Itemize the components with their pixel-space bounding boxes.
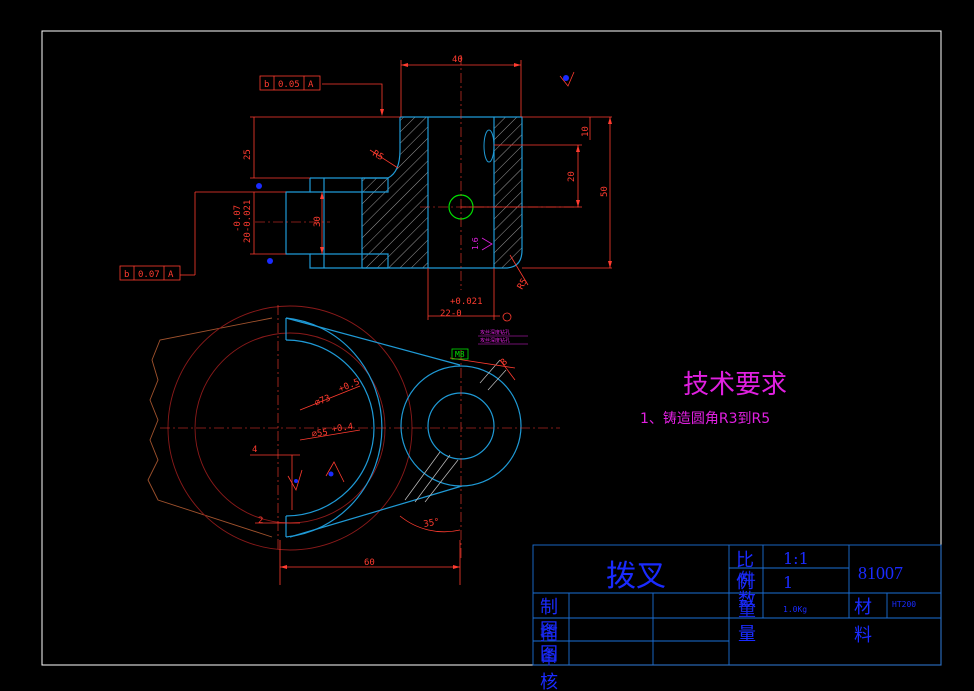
dim-h50: 50 <box>600 186 610 197</box>
section-hatch-left <box>362 117 428 268</box>
label-draw: 制 <box>540 597 558 618</box>
dim-r5-bottom: R5 <box>516 277 530 291</box>
roughness-symbol <box>481 237 493 251</box>
dim-tol-lower: 20-0.021 <box>243 200 253 243</box>
tolerance-1-symbol: b <box>264 80 269 90</box>
label-weight-2: 量 <box>738 624 756 645</box>
boss-outline <box>362 116 523 269</box>
material-value: HT200 <box>892 600 916 609</box>
weight-value: 1.0Kg <box>783 605 807 614</box>
dim-bottom-base: 22-0 <box>440 309 462 319</box>
dim-small4: 4 <box>252 445 257 455</box>
dim-angle35: 35° <box>423 517 441 530</box>
tech-requirement-item-1: 1、铸造圆角R3到R5 <box>640 411 770 427</box>
front-view: 40 25 10 20 50 30 R5 R5 -0.07 20-0.021 +… <box>119 55 612 322</box>
title-block: 拨叉 比 例 件 数 重 量 1:1 1 1.0Kg 81007 材 料 HT2… <box>532 544 942 691</box>
dim-d55: ∅55 <box>311 428 328 440</box>
label-check: 审 <box>540 648 558 669</box>
part-name: 拨叉 <box>606 559 666 594</box>
roughness-value: 1.6 <box>471 237 480 250</box>
label-scale: 比 <box>736 550 754 571</box>
dim-small2: 2 <box>258 516 263 526</box>
thread-note-2: 攻丝深度钻孔 <box>480 337 510 344</box>
fork-arc-outer <box>285 317 383 538</box>
top-view: 60 ∅73 +0.5 ∅55 +0.4 4 2 35° 8 M8 攻丝深度钻孔… <box>147 305 560 585</box>
label-scale-2: 例 <box>736 572 754 593</box>
dim-d8: 8 <box>499 357 510 368</box>
datum-symbol <box>502 312 512 322</box>
boss-outline-left <box>362 117 401 179</box>
label-draw-2: 图 <box>540 620 558 641</box>
tech-requirements: 技术要求 1、铸造圆角R3到R5 <box>640 370 787 427</box>
dim-h30: 30 <box>313 216 323 227</box>
tolerance-frame-1 <box>259 75 321 91</box>
dim-m8: M8 <box>455 350 465 359</box>
label-material-2: 料 <box>854 625 872 646</box>
tolerance-2-datum: A <box>168 270 174 280</box>
section-hatch-right <box>494 117 522 268</box>
tech-requirements-title: 技术要求 <box>683 370 787 400</box>
drawing-number: 81007 <box>858 563 903 583</box>
thread-note-1: 攻丝深度钻孔 <box>480 329 510 336</box>
label-qty: 件 <box>738 570 756 591</box>
label-design-2: 图 <box>540 644 558 665</box>
tolerance-1-datum: A <box>308 80 314 90</box>
label-weight: 重 <box>738 600 756 621</box>
dim-h20: 20 <box>567 171 577 182</box>
qty-value: 1 <box>783 573 793 592</box>
label-material: 材 <box>854 597 872 618</box>
m8-label-box <box>451 348 469 360</box>
fork-arc-inner <box>285 339 375 517</box>
tolerance-2-value: 0.07 <box>138 270 160 280</box>
dim-bottom-tol: +0.021 <box>450 297 483 307</box>
tolerance-frame-2 <box>119 265 181 281</box>
scale-value: 1:1 <box>783 549 809 568</box>
label-design: 描 <box>540 624 558 645</box>
fork-arm-outline <box>361 178 389 268</box>
dim-tol-upper: -0.07 <box>233 205 243 232</box>
break-outline <box>147 317 273 538</box>
tolerance-2-symbol: b <box>124 270 129 280</box>
dim-d55-tol: +0.4 <box>331 422 354 435</box>
label-qty-2: 数 <box>738 590 756 611</box>
drawing-frame <box>41 30 942 666</box>
label-check-2: 核 <box>540 672 558 691</box>
dim-bottom-width: 60 <box>364 558 375 568</box>
slot-ellipse <box>483 129 495 163</box>
tolerance-1-value: 0.05 <box>278 80 300 90</box>
dim-top-width: 40 <box>452 55 463 65</box>
dim-h10: 10 <box>581 126 591 137</box>
dim-h25: 25 <box>243 149 253 160</box>
dim-r5-top: R5 <box>371 149 385 163</box>
